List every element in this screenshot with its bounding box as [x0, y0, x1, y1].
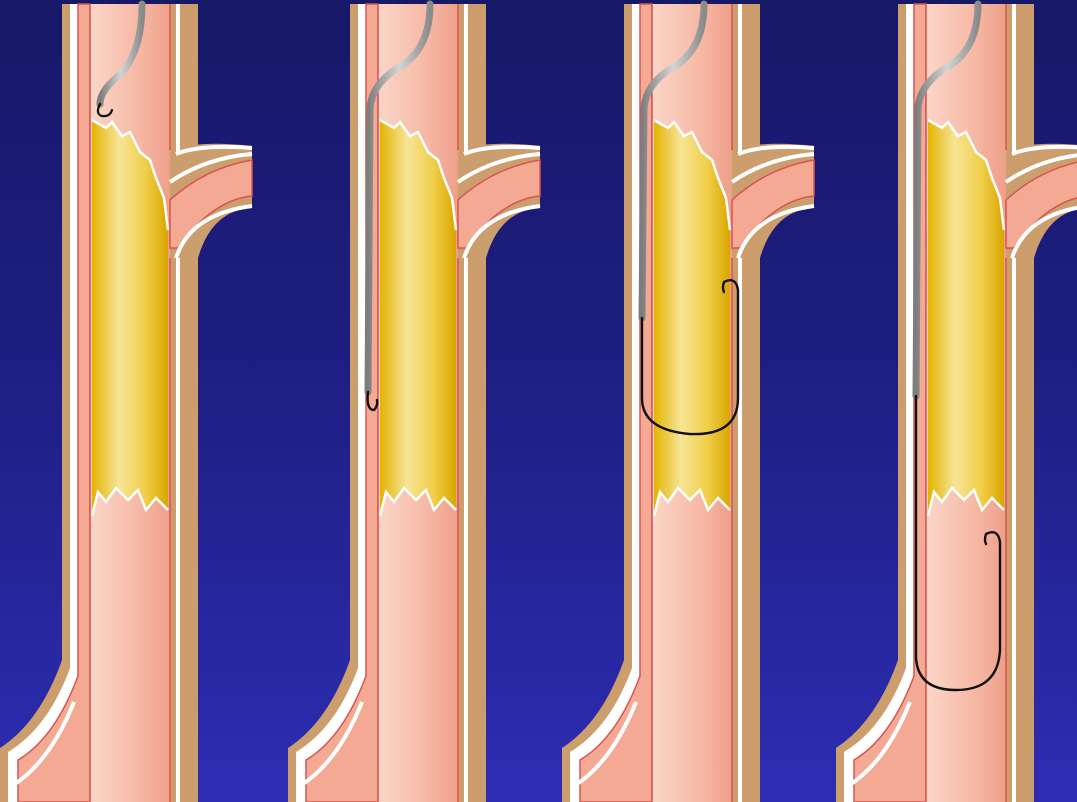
angioplasty-diagram [0, 0, 1077, 802]
diagram-canvas [0, 0, 1077, 802]
